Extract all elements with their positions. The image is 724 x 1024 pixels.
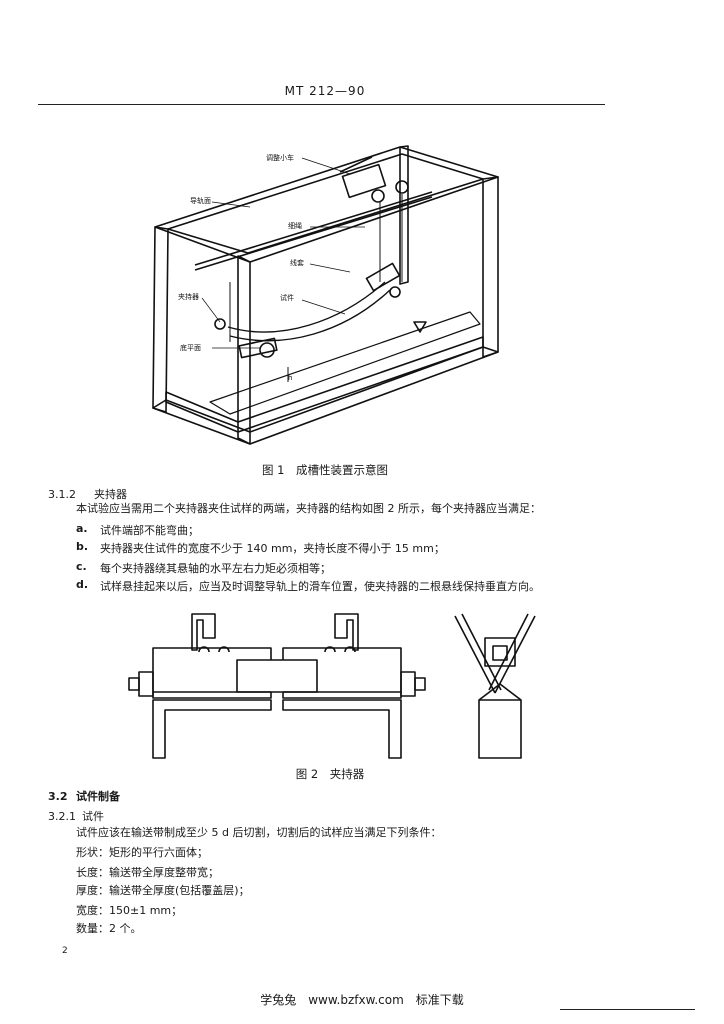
section-3-2-1-intro: 试件应该在输送带制成至少 5 d 后切割，切割后的试样应当满足下列条件：: [76, 826, 442, 839]
item-text: 试件端部不能弯曲；: [100, 524, 199, 537]
item-text: 夹持器夹住试件的宽度不少于 140 mm，夹持长度不得小于 15 mm；: [100, 542, 445, 555]
apparatus-drawing: 调整小车 导轨面 细绳 线套 夹持器 试件 底平面 h: [152, 145, 499, 445]
section-title: 试件制备: [76, 790, 120, 803]
condition-quantity: 数量：2 个。: [76, 922, 142, 935]
figure-2-caption: 图 2 夹持器: [295, 767, 365, 781]
list-item: d. 试样悬挂起来以后，应当及时调整导轨上的滑车位置，使夹持器的二根悬线保持垂直…: [76, 578, 656, 593]
figure-2-clamp: [115, 608, 555, 768]
label-rail: 导轨面: [190, 196, 211, 205]
condition-length: 长度：输送带全厚度整带宽；: [76, 866, 219, 879]
figure-1-caption: 图 1 成槽性装置示意图: [262, 463, 388, 477]
figure-1-apparatus: 调整小车 导轨面 细绳 线套 夹持器 试件 底平面 h: [140, 132, 510, 452]
label-rope: 细绳: [288, 221, 302, 230]
document-code: MT 212—90: [284, 84, 366, 98]
section-title: 试件: [82, 810, 104, 823]
label-wire: 线套: [290, 258, 304, 267]
label-specimen: 试件: [280, 293, 294, 302]
section-number: 3.2.1: [48, 810, 76, 823]
label-height: h: [288, 374, 292, 382]
page-number: 2: [62, 946, 68, 956]
section-3-1-2-heading: 3.1.2 夹持器: [48, 486, 127, 502]
section-number: 3.2: [48, 790, 68, 803]
item-mark: a.: [76, 522, 88, 535]
clamp-drawing: [128, 613, 536, 759]
list-item: b. 夹持器夹住试件的宽度不少于 140 mm，夹持长度不得小于 15 mm；: [76, 540, 636, 555]
list-item: a. 试件端部不能弯曲；: [76, 522, 636, 537]
condition-shape: 形状：矩形的平行六面体；: [76, 846, 208, 859]
section-3-1-2-intro: 本试验应当需用二个夹持器夹住试样的两端，夹持器的结构如图 2 所示，每个夹持器应…: [76, 502, 541, 515]
section-title: 夹持器: [94, 488, 127, 501]
label-trolley: 调整小车: [266, 153, 294, 162]
item-text: 试样悬挂起来以后，应当及时调整导轨上的滑车位置，使夹持器的二根悬线保持垂直方向。: [100, 580, 540, 593]
section-3-2-1-heading: 3.2.1 试件: [48, 808, 104, 824]
item-mark: c.: [76, 560, 87, 573]
label-clamp: 夹持器: [178, 292, 199, 301]
item-mark: b.: [76, 540, 89, 553]
label-base: 底平面: [180, 343, 201, 352]
condition-width: 宽度：150±1 mm；: [76, 904, 183, 917]
list-item: c. 每个夹持器绕其悬轴的水平左右力矩必须相等；: [76, 560, 636, 575]
section-3-2-heading: 3.2 试件制备: [48, 788, 120, 804]
item-text: 每个夹持器绕其悬轴的水平左右力矩必须相等；: [100, 562, 331, 575]
footer-rule: [560, 1009, 695, 1010]
header-rule: [38, 104, 605, 105]
condition-thickness: 厚度：输送带全厚度(包括覆盖层)；: [76, 884, 250, 897]
section-number: 3.1.2: [48, 488, 76, 501]
item-mark: d.: [76, 578, 89, 591]
footer-watermark: 学兔兔 www.bzfxw.com 标准下载: [260, 993, 464, 1007]
